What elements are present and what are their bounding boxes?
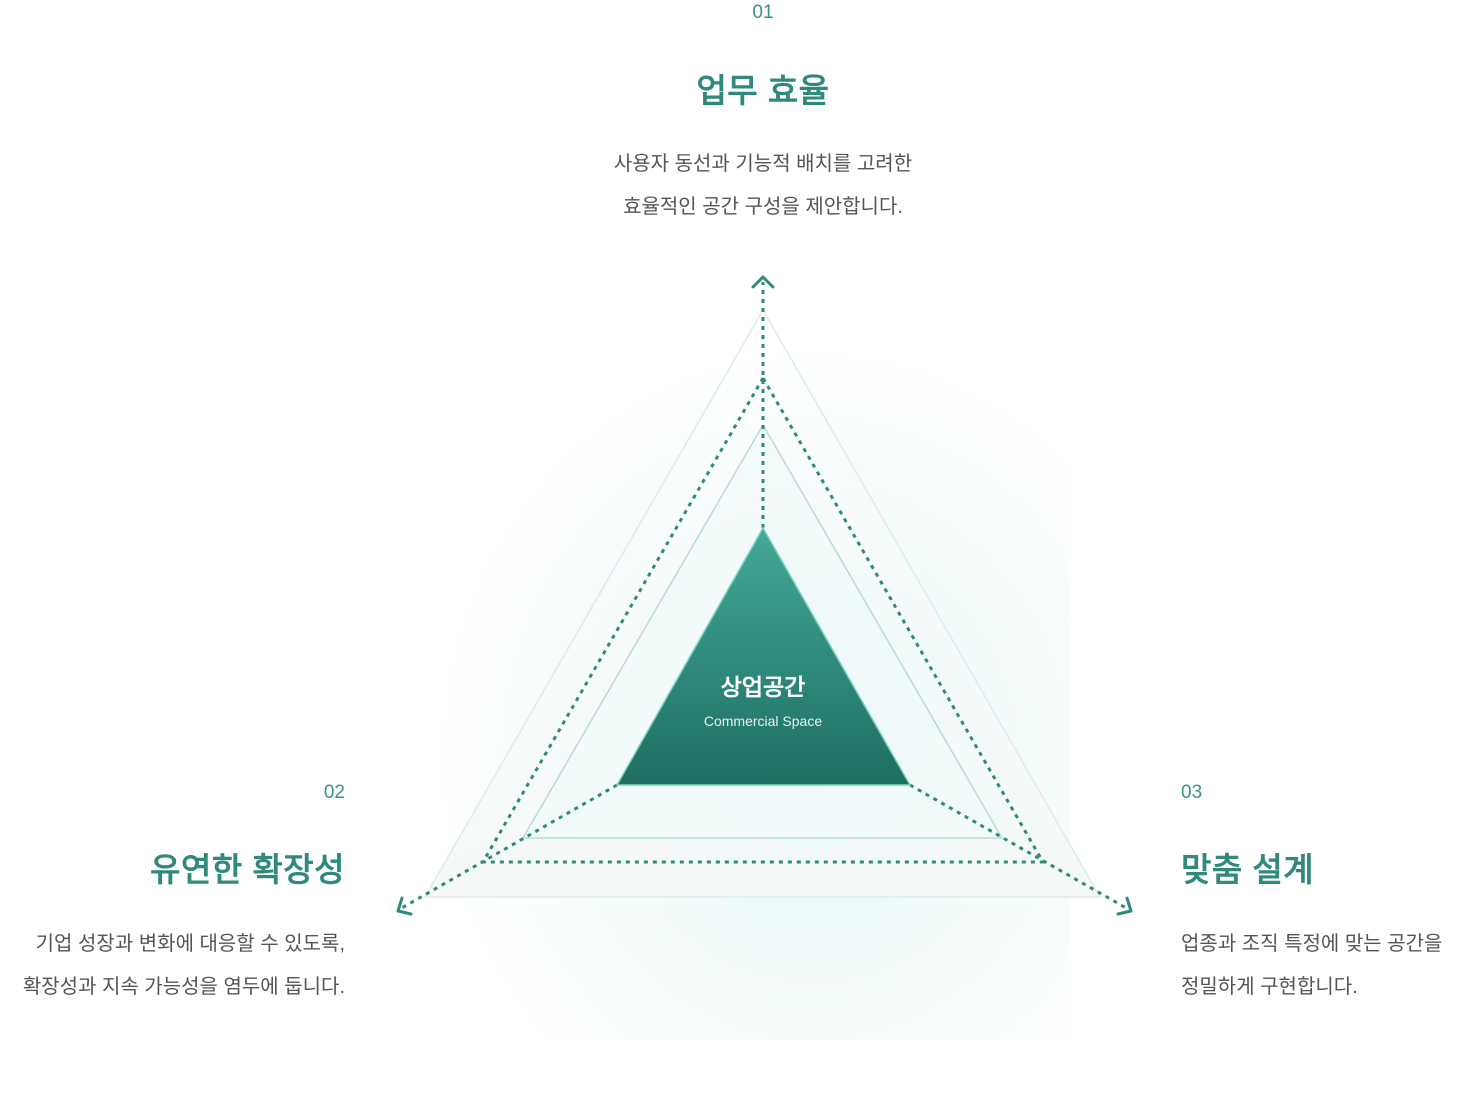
dotted-triangle <box>480 375 1046 864</box>
axis-line-left <box>399 783 618 911</box>
point-3-description: 업종과 조직 특정에 맞는 공간을 정밀하게 구현합니다. <box>1181 923 1463 1009</box>
point-2-description-line: 기업 성장과 변화에 대응할 수 있도록, <box>35 933 345 955</box>
point-3-number: 03 <box>1181 782 1203 803</box>
point-2-title: 유연한 확장성 <box>150 851 345 888</box>
axis-line-right <box>909 783 1129 911</box>
point-1-description-line: 사용자 동선과 기능적 배치를 고려한 <box>613 153 913 175</box>
arrow-down-right-icon <box>1116 896 1133 916</box>
core-subtitle: Commercial Space <box>703 713 823 729</box>
core-triangle <box>615 526 912 786</box>
point-2-description: 기업 성장과 변화에 대응할 수 있도록, 확장성과 지속 가능성을 염두에 둡… <box>0 923 345 1009</box>
point-3-description-line: 업종과 조직 특정에 맞는 공간을 <box>1181 933 1443 955</box>
point-1-description-line: 효율적인 공간 구성을 제안합니다. <box>623 196 903 218</box>
core-title: 상업공간 <box>720 674 806 700</box>
point-3-title: 맞춤 설계 <box>1181 851 1315 888</box>
point-3-description-line: 정밀하게 구현합니다. <box>1181 976 1358 998</box>
point-1-number: 01 <box>752 2 774 23</box>
arrow-down-left-icon <box>396 896 413 916</box>
arrow-up-icon <box>751 275 775 289</box>
point-2-number: 02 <box>323 782 345 803</box>
point-2-description-line: 확장성과 지속 가능성을 염두에 둡니다. <box>22 976 345 998</box>
point-1-title: 업무 효율 <box>696 72 830 109</box>
point-1-description: 사용자 동선과 기능적 배치를 고려한 효율적인 공간 구성을 제안합니다. <box>513 143 1013 229</box>
